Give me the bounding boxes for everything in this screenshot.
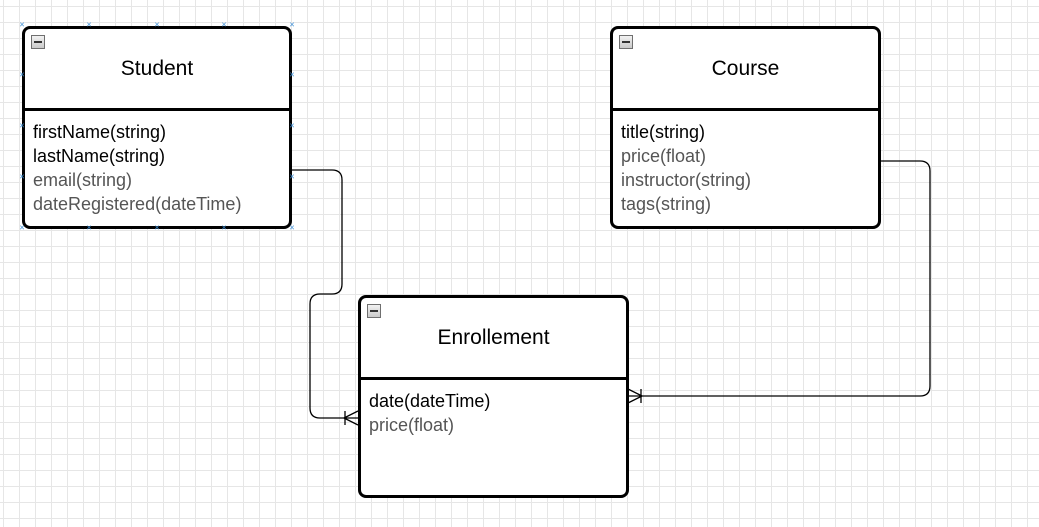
x-handle-icon[interactable]: × xyxy=(19,19,25,30)
attribute-list: date(dateTime) price(float) xyxy=(361,380,626,437)
attribute-item: instructor(string) xyxy=(621,170,752,190)
attribute-item: dateRegistered(dateTime) xyxy=(33,194,242,214)
x-handle-icon[interactable]: × xyxy=(19,69,25,80)
entity-header: Course xyxy=(613,29,878,111)
attribute-item: email(string) xyxy=(33,170,133,190)
x-handle-icon[interactable]: × xyxy=(221,19,227,30)
x-handle-icon[interactable]: × xyxy=(19,171,25,182)
collapse-icon[interactable] xyxy=(31,35,45,49)
x-handle-icon[interactable]: × xyxy=(289,120,295,131)
entity-header: Enrollement xyxy=(361,298,626,380)
x-handle-icon[interactable]: × xyxy=(19,222,25,233)
crows-foot-icon xyxy=(343,410,359,426)
attribute-item: date(dateTime) xyxy=(369,391,491,411)
entity-title: Student xyxy=(120,56,194,80)
attribute-list: title(string) price(float) instructor(stri… xyxy=(613,111,878,216)
entity-title: Course xyxy=(711,56,780,80)
attribute-item: price(float) xyxy=(369,415,455,435)
x-handle-icon[interactable]: × xyxy=(86,222,92,233)
x-handle-icon[interactable]: × xyxy=(221,222,227,233)
entity-course[interactable]: Course title(string) price(float) instruct… xyxy=(610,26,881,229)
x-handle-icon[interactable]: × xyxy=(289,222,295,233)
x-handle-icon[interactable]: × xyxy=(289,19,295,30)
attribute-list: firstName(string) lastName(string) email(s… xyxy=(25,111,289,216)
collapse-icon[interactable] xyxy=(367,304,381,318)
attribute-item: lastName(string) xyxy=(33,146,166,166)
x-handle-icon[interactable]: × xyxy=(19,120,25,131)
x-handle-icon[interactable]: × xyxy=(154,222,160,233)
crows-foot-icon xyxy=(627,388,643,404)
relation-student-enrollement[interactable] xyxy=(292,169,359,426)
x-handle-icon[interactable]: × xyxy=(289,69,295,80)
attribute-item: firstName(string) xyxy=(33,122,167,142)
attribute-item: tags(string) xyxy=(621,194,712,214)
entity-title: Enrollement xyxy=(437,325,550,349)
collapse-icon[interactable] xyxy=(619,35,633,49)
attribute-item: title(string) xyxy=(621,122,706,142)
attribute-item: price(float) xyxy=(621,146,707,166)
entity-header: Student xyxy=(25,29,289,111)
x-handle-icon[interactable]: × xyxy=(289,171,295,182)
x-handle-icon[interactable]: × xyxy=(86,19,92,30)
x-handle-icon[interactable]: × xyxy=(154,19,160,30)
entity-enrollement[interactable]: Enrollement date(dateTime) price(float) xyxy=(358,295,629,498)
entity-student[interactable]: Student firstName(string) lastName(string… xyxy=(22,26,292,229)
